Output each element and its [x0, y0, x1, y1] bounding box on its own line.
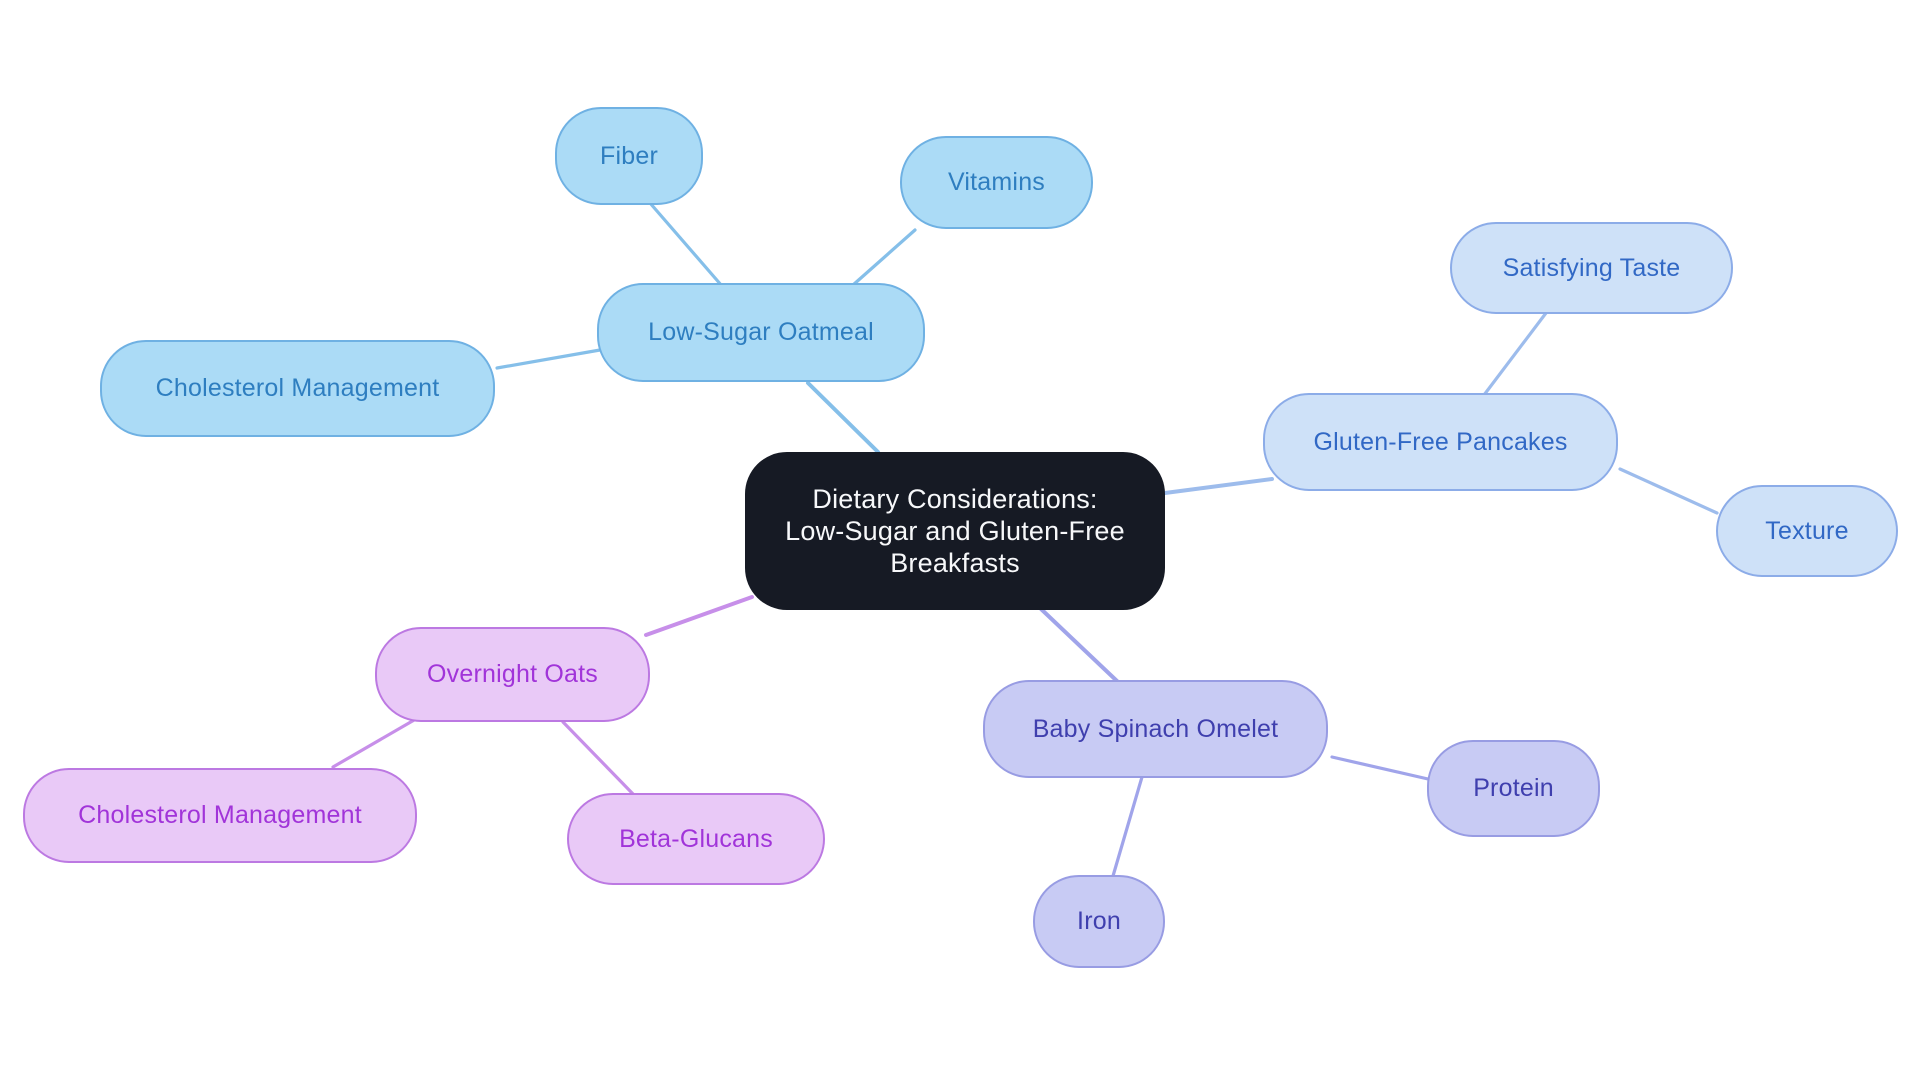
node-vitamins[interactable]: Vitamins: [900, 136, 1093, 229]
edge-root-low-sugar-oatmeal: [806, 381, 880, 454]
edge-oatmeal-fiber: [648, 201, 724, 288]
node-low-sugar-oatmeal[interactable]: Low-Sugar Oatmeal: [597, 283, 925, 382]
node-cholesterol-management-oats[interactable]: Cholesterol Management: [23, 768, 417, 863]
node-baby-spinach-omelet[interactable]: Baby Spinach Omelet: [983, 680, 1328, 778]
node-protein[interactable]: Protein: [1427, 740, 1600, 837]
edge-spinach-protein: [1330, 755, 1430, 781]
node-overnight-oats[interactable]: Overnight Oats: [375, 627, 650, 722]
node-root[interactable]: Dietary Considerations: Low-Sugar and Gl…: [745, 452, 1165, 610]
node-fiber[interactable]: Fiber: [555, 107, 703, 205]
edge-root-baby-spinach-omelet: [1038, 606, 1120, 684]
node-beta-glucans[interactable]: Beta-Glucans: [567, 793, 825, 885]
edge-spinach-iron: [1111, 775, 1144, 878]
node-iron[interactable]: Iron: [1033, 875, 1165, 968]
edge-pancakes-texture: [1618, 467, 1719, 515]
edge-oatmeal-cholesterol-management: [495, 348, 602, 370]
edge-oats-beta-glucans: [561, 720, 635, 796]
edge-root-overnight-oats: [644, 595, 754, 637]
edge-pancakes-satisfying-taste: [1482, 311, 1548, 397]
node-cholesterol-management-oatmeal[interactable]: Cholesterol Management: [100, 340, 495, 437]
node-gluten-free-pancakes[interactable]: Gluten-Free Pancakes: [1263, 393, 1618, 491]
edge-root-gluten-free-pancakes: [1163, 477, 1274, 495]
node-satisfying-taste[interactable]: Satisfying Taste: [1450, 222, 1733, 314]
edge-oatmeal-vitamins: [851, 228, 917, 287]
node-texture[interactable]: Texture: [1716, 485, 1898, 577]
